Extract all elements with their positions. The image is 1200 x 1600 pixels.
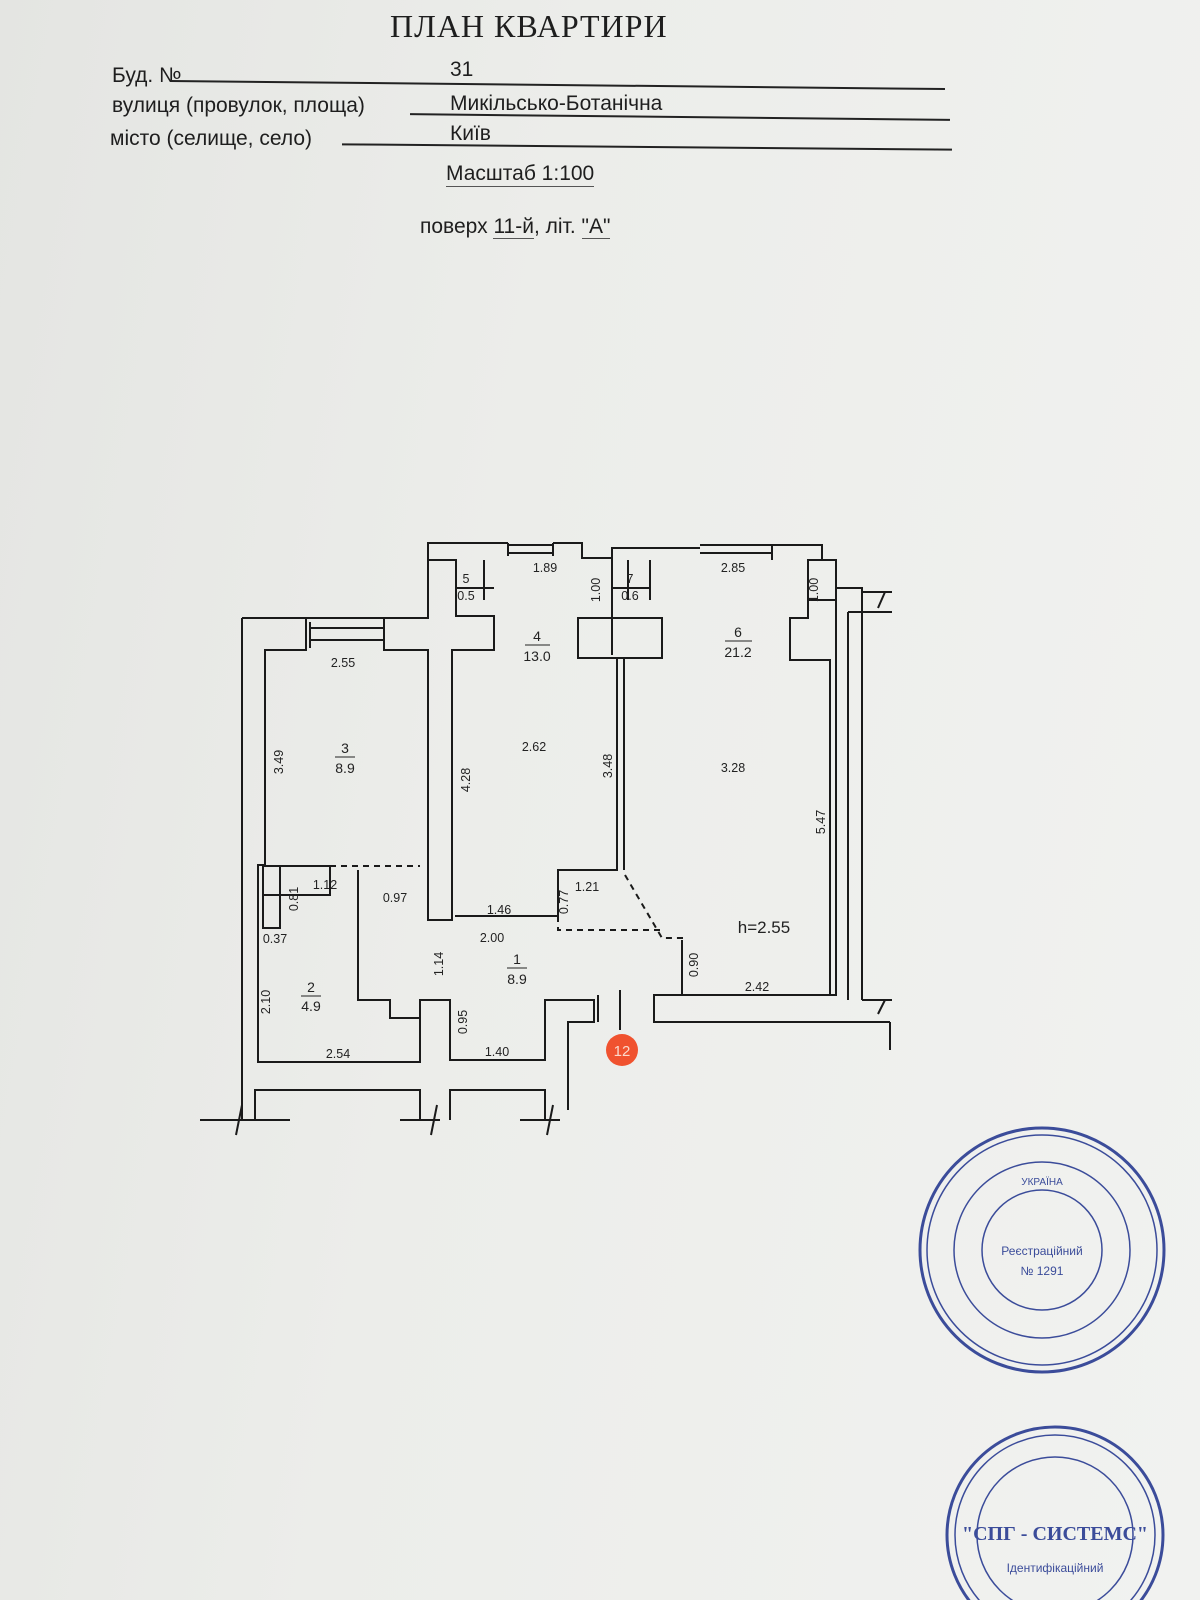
dim: 0.97 xyxy=(383,891,407,905)
floor-prefix: поверх xyxy=(420,215,488,238)
stamp1-top: УКРАЇНА xyxy=(1021,1176,1063,1188)
scale-label: Масштаб 1:100 xyxy=(446,162,595,187)
room-1-number: 1 xyxy=(513,951,521,967)
dim: 1.14 xyxy=(432,952,446,976)
dim: 0.77 xyxy=(557,890,571,914)
dim: 0.37 xyxy=(263,932,287,946)
dim: 3.48 xyxy=(601,754,615,778)
dim: 2.00 xyxy=(480,931,504,945)
dim: 1.40 xyxy=(485,1045,509,1059)
lit-prefix: , літ. xyxy=(533,215,576,238)
dim: 1.12 xyxy=(313,878,337,892)
company-stamp: "СПГ - СИСТЕМС" Ідентифікаційний xyxy=(945,1425,1165,1600)
floor-line: поверх 11-й, літ. "А" xyxy=(420,215,611,239)
room-2-number: 2 xyxy=(307,979,315,995)
dim: 1.00 xyxy=(589,578,603,602)
dim: 3.28 xyxy=(721,761,745,775)
building-value: 31 xyxy=(450,58,474,81)
dim: 1.46 xyxy=(487,903,511,917)
stamp2-center: "СПГ - СИСТЕМС" xyxy=(962,1523,1148,1545)
room-3-number: 3 xyxy=(341,740,349,756)
dim: 2.85 xyxy=(721,561,745,575)
dim: 4.28 xyxy=(459,768,473,792)
room-5-number: 5 xyxy=(463,572,470,586)
room-4-number: 4 xyxy=(533,628,541,644)
dim: 3.49 xyxy=(272,750,286,774)
ceiling-height: h=2.55 xyxy=(738,918,790,937)
dimension-labels: 1.89 1.00 2.85 1.00 2.55 3.49 4.28 2.62 … xyxy=(259,561,828,1061)
engineer-stamp: УКРАЇНА Реєстраційний № 1291 xyxy=(918,1126,1166,1374)
dim: 0.81 xyxy=(287,887,301,911)
dim: 0.95 xyxy=(456,1010,470,1034)
city-value: Київ xyxy=(450,122,491,145)
room-6-number: 6 xyxy=(734,624,742,640)
street-value: Микільсько-Ботанічна xyxy=(450,92,663,115)
dim: 0.90 xyxy=(687,953,701,977)
dim: 2.54 xyxy=(326,1047,350,1061)
street-label: вулиця (провулок, площа) xyxy=(112,94,365,117)
room-7-number: 7 xyxy=(627,572,634,586)
entrance-marker-icon xyxy=(606,1034,638,1066)
dim: 1.89 xyxy=(533,561,557,575)
document-title: ПЛАН КВАРТИРИ xyxy=(390,8,668,44)
room-2-area: 4.9 xyxy=(301,998,321,1014)
room-3-area: 8.9 xyxy=(335,760,355,776)
floor-value: 11-й xyxy=(493,215,534,239)
room-7-area: 0.6 xyxy=(621,589,638,603)
dim: 2.62 xyxy=(522,740,546,754)
room-labels: 1 8.9 2 4.9 3 8.9 4 13.0 5 0.5 6 21.2 7 … xyxy=(301,572,752,1014)
dim: 1.00 xyxy=(807,578,821,602)
room-6-area: 21.2 xyxy=(724,644,751,660)
dim: 2.55 xyxy=(331,656,355,670)
room-5-area: 0.5 xyxy=(457,589,474,603)
city-label: місто (селище, село) xyxy=(110,127,312,150)
room-4-area: 13.0 xyxy=(523,648,550,664)
dim: 1.21 xyxy=(575,880,599,894)
dim: 5.47 xyxy=(814,810,828,834)
stamp1-no: № 1291 xyxy=(1021,1264,1064,1278)
building-label: Буд. № xyxy=(112,64,182,87)
stamp2-sub: Ідентифікаційний xyxy=(1007,1561,1104,1575)
entrance-mark: 12 xyxy=(614,1043,631,1060)
room-1-area: 8.9 xyxy=(507,971,527,987)
stamp1-reg: Реєстраційний xyxy=(1001,1244,1082,1258)
lit-value: "А" xyxy=(581,215,611,239)
walls xyxy=(200,542,892,1136)
dim: 2.42 xyxy=(745,980,769,994)
dim: 2.10 xyxy=(259,990,273,1014)
